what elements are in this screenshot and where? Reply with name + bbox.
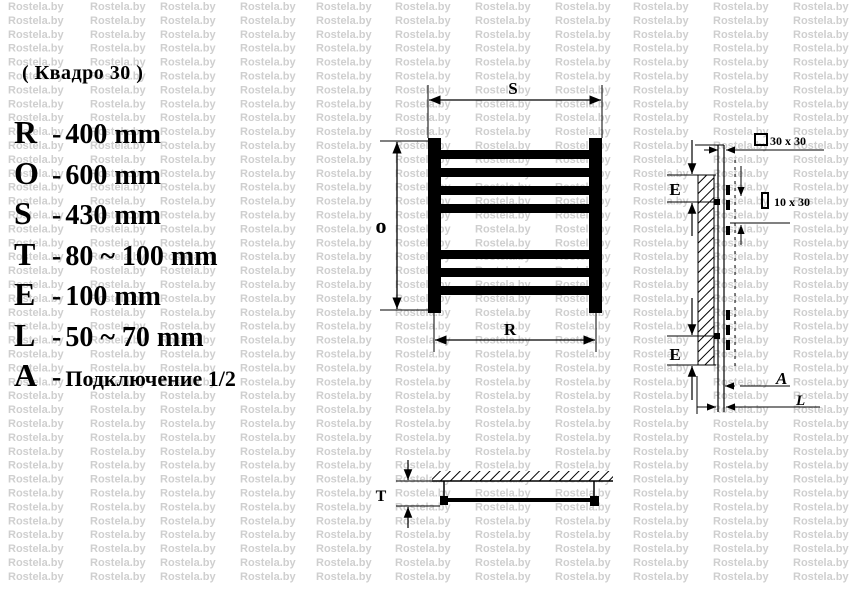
rect-profile-icon — [761, 192, 769, 209]
spec-dash: - — [52, 281, 62, 312]
spec-value: 100 mm — [65, 281, 161, 312]
t-dimension-label: T — [376, 488, 387, 505]
profile-30-label: 30 x 30 — [770, 134, 806, 148]
spec-letter: L — [14, 317, 36, 353]
spec-dash: - — [52, 119, 62, 150]
spec-row-l: L - 50 ~ 70 mm — [14, 317, 204, 357]
spec-row-s: S - 430 mm — [14, 195, 161, 235]
spec-letter: S — [14, 195, 32, 231]
spec-dash: - — [52, 362, 62, 393]
e-top-label: E — [669, 180, 680, 199]
front-view: S o R — [376, 79, 603, 352]
spec-dash: - — [52, 322, 62, 353]
spec-dash: - — [52, 241, 62, 272]
spec-row-r: R - 400 mm — [14, 114, 161, 154]
spec-row-a: A - Подключение 1/2 — [14, 357, 236, 397]
spec-dash: - — [52, 160, 62, 191]
spec-letter: R — [14, 114, 38, 150]
spec-row-o: O - 600 mm — [14, 155, 161, 195]
crossbar — [441, 204, 589, 213]
crossbar — [441, 150, 589, 159]
r-dimension-label: R — [504, 320, 517, 339]
l-label: L — [795, 393, 805, 409]
spec-row-e: E - 100 mm — [14, 276, 161, 316]
spec-value: 400 mm — [65, 119, 161, 150]
crossbar — [441, 268, 589, 277]
spec-value: 50 ~ 70 mm — [65, 322, 204, 353]
profile-10-label: 10 x 30 — [774, 195, 810, 209]
left-rail — [428, 138, 441, 313]
spec-letter: A — [14, 357, 38, 393]
crossbar — [441, 186, 589, 195]
top-view: T — [376, 460, 613, 528]
o-dimension-label: o — [376, 213, 387, 238]
side-view: 30 x 30 10 x 30 E E A L — [667, 133, 824, 414]
crossbar — [441, 286, 589, 295]
spec-letter: E — [14, 276, 36, 312]
wall-top-section — [432, 471, 613, 481]
a-label: A — [775, 369, 787, 388]
spec-letter: O — [14, 155, 39, 191]
right-rail — [589, 138, 602, 313]
s-dimension-label: S — [508, 79, 517, 98]
model-subtitle: ( Квадро 30 ) — [22, 62, 144, 84]
spec-value: 80 ~ 100 mm — [65, 241, 218, 272]
spec-value: Подключение 1/2 — [65, 366, 236, 391]
crossbar — [441, 168, 589, 177]
crossbar — [441, 250, 589, 259]
spec-value: 600 mm — [65, 160, 161, 191]
spec-letter: T — [14, 236, 36, 272]
spec-value: 430 mm — [65, 200, 161, 231]
spec-row-t: T - 80 ~ 100 mm — [14, 236, 218, 276]
square-profile-icon — [754, 133, 768, 146]
spec-dash: - — [52, 200, 62, 231]
e-bottom-label: E — [669, 345, 680, 364]
